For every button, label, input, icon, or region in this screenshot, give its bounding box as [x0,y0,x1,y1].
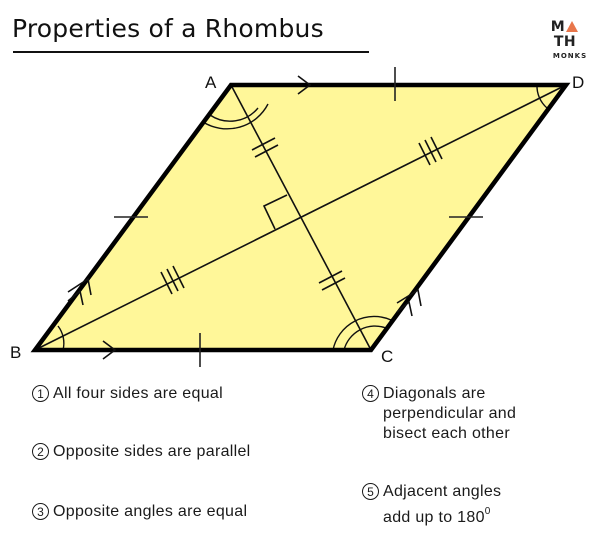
side-tick-marks [114,67,483,367]
number-circle-icon: 1 [32,385,49,402]
property-item-2: 2 Opposite sides are parallel [32,442,251,462]
diagonal-bd-tick-marks [160,136,443,295]
math-monks-logo: MTH MONKS [540,20,590,61]
number-circle-icon: 5 [362,483,379,500]
property-item-5: 5 Adjacent angles add up to 1800 [362,482,501,528]
number-circle-icon: 3 [32,503,49,520]
vertex-label-b: B [10,343,21,362]
property-item-1: 1 All four sides are equal [32,384,223,404]
vertex-label-d: D [572,73,584,92]
rhombus-outline [30,82,571,353]
diagonal-bd [34,84,567,351]
right-angle-icon [262,194,288,230]
vertex-label-c: C [381,347,393,366]
logo-wordmark: MTH [540,20,590,50]
logo-triangle-icon [566,21,579,32]
vertex-label-a: A [205,73,217,92]
property-item-4: 4 Diagonals are perpendicular and bisect… [362,384,516,444]
logo-subtext: MONKS [552,52,588,60]
title-underline [13,51,369,53]
number-circle-icon: 4 [362,385,379,402]
property-item-3: 3 Opposite angles are equal [32,502,247,522]
degree-symbol: 0 [484,506,491,517]
number-circle-icon: 2 [32,443,49,460]
diagonal-ac-tick-marks [251,137,346,291]
parallel-arrow-icons [67,75,422,360]
page-title: Properties of a Rhombus [12,14,324,43]
